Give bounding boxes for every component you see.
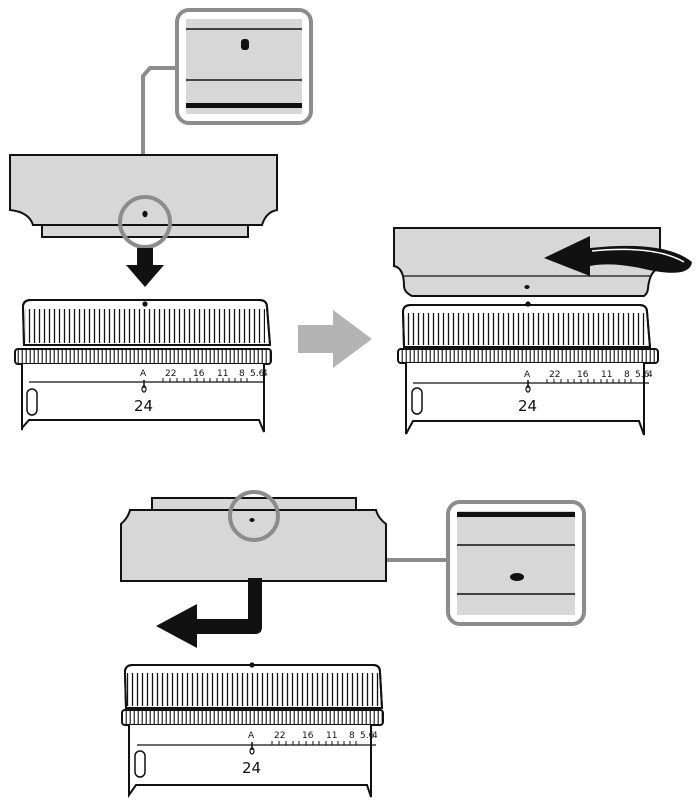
magnifier-circle (118, 195, 172, 249)
bent-arrow-icon (156, 578, 262, 648)
callout-leader-line (141, 66, 178, 205)
aperture-mark-8: 8 (624, 370, 630, 380)
hood-index-dot-2 (524, 285, 530, 289)
aperture-mark-11: 11 (217, 369, 228, 379)
aperture-mark-16: 16 (302, 731, 314, 741)
aperture-mark-5-6: 5.6 (250, 369, 265, 379)
aperture-mark-8: 8 (239, 369, 245, 379)
focal-length-label: 24 (134, 397, 153, 415)
callout-box-top (175, 8, 313, 125)
callout-box-bottom (446, 500, 586, 626)
aperture-mark-11: 11 (326, 731, 337, 741)
aperture-mark-4: 4 (262, 369, 268, 379)
curved-arrow-icon (544, 236, 692, 276)
step-reverse-for-storage: A 22 16 11 8 5.6 4 24 (120, 490, 586, 799)
aperture-mark-22: 22 (274, 731, 285, 741)
lens-index-dot-3 (249, 662, 255, 668)
lens-hood-reversed (120, 497, 387, 582)
focal-length-label: 24 (518, 397, 537, 415)
hood-index-dot (142, 210, 148, 218)
aperture-mark-a: A (140, 369, 147, 379)
aperture-mark-16: 16 (193, 369, 205, 379)
lens-body-3: A 22 16 11 8 5.6 4 24 (121, 662, 384, 799)
lens-body-1: A 22 16 11 8 5.6 4 24 (14, 299, 272, 433)
aperture-mark-11: 11 (601, 370, 612, 380)
focal-length-label: 24 (242, 759, 261, 777)
lens-index-dot (142, 301, 148, 307)
next-step-arrow-icon (298, 310, 372, 368)
aperture-mark-5-6: 5.6 (635, 370, 650, 380)
magnifier-circle-2 (228, 490, 280, 542)
aperture-mark-5-6: 5.6 (360, 731, 375, 741)
aperture-mark-4: 4 (647, 370, 653, 380)
hood-index-dot-3 (249, 518, 255, 522)
lens-index-dot-2 (525, 301, 531, 307)
lens-hood-attached (393, 227, 661, 297)
aperture-mark-a: A (524, 370, 531, 380)
lens-body-2: A 22 16 11 8 5.6 4 24 (397, 301, 659, 436)
aperture-mark-22: 22 (549, 370, 560, 380)
callout-index-mark-2 (510, 573, 524, 581)
callout-index-mark (241, 39, 249, 50)
aperture-mark-16: 16 (577, 370, 589, 380)
aperture-mark-22: 22 (165, 369, 176, 379)
step-attach-hood: A 22 16 11 8 5.6 4 24 (9, 8, 313, 433)
aperture-mark-8: 8 (349, 731, 355, 741)
lens-hood (9, 154, 278, 238)
step-rotate-to-lock: A 22 16 11 8 5.6 4 24 (393, 227, 692, 436)
aperture-mark-4: 4 (372, 731, 378, 741)
aperture-mark-a: A (248, 731, 255, 741)
down-arrow-icon (126, 248, 164, 287)
